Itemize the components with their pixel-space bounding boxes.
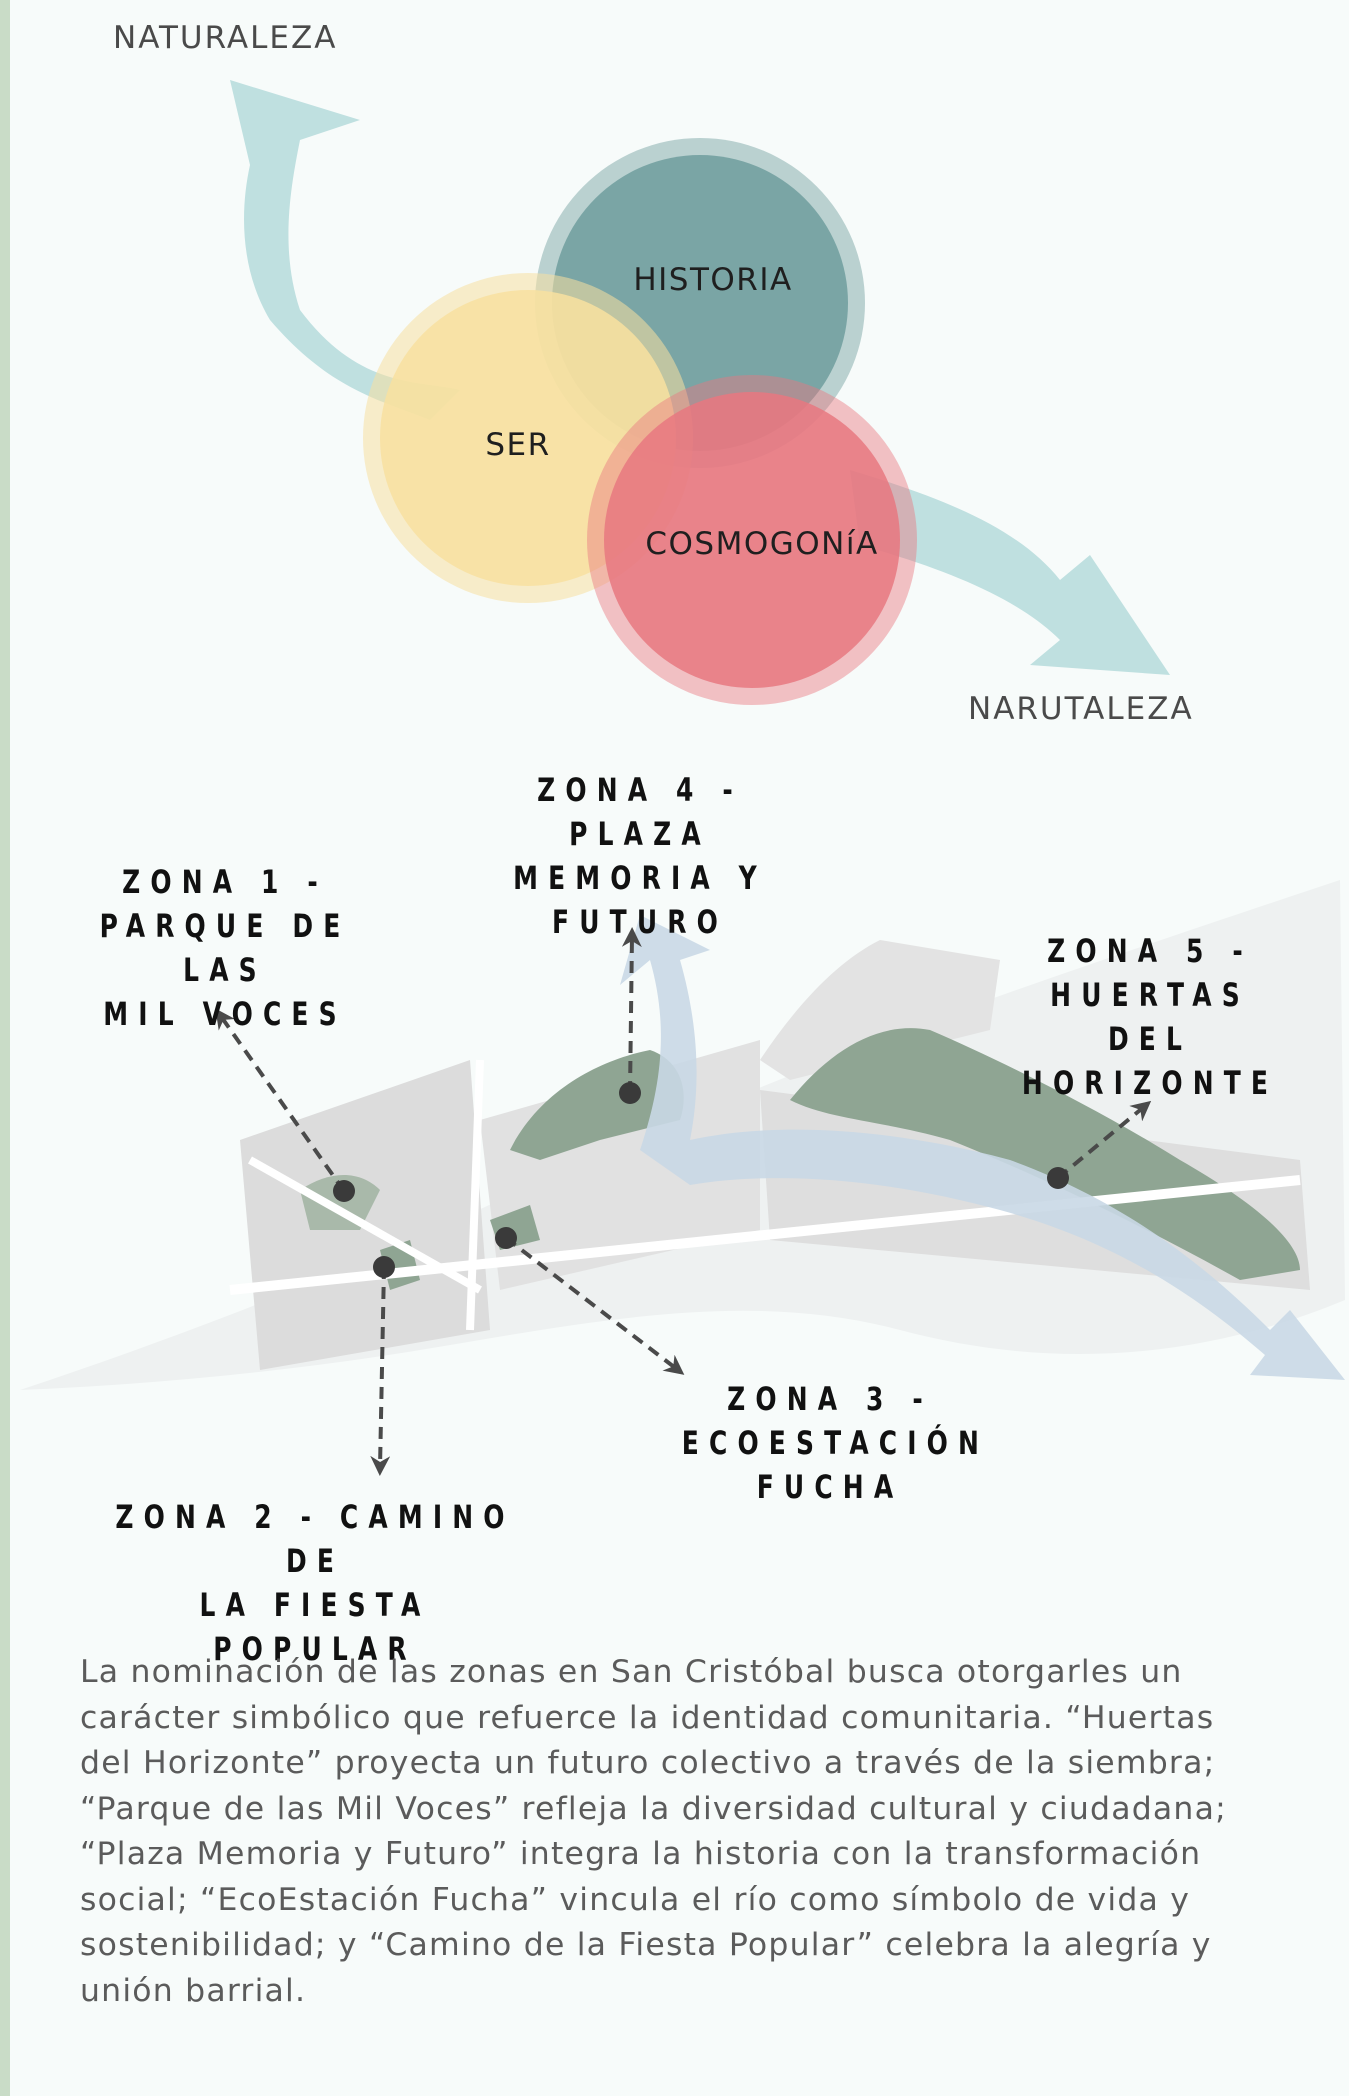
zona-3-line-2: ECOESTACIÓN xyxy=(681,1424,990,1462)
flow-arrow-naturaleza xyxy=(230,80,460,420)
circle-label-cosmogonia: COSMOGONíA xyxy=(645,526,879,562)
zona-3-line-1: ZONA 3 - xyxy=(727,1380,933,1418)
flow-arrow-narutaleza xyxy=(850,470,1170,675)
zona-5-line-3: HORIZONTE xyxy=(1021,1064,1279,1102)
left-accent-bar xyxy=(0,0,10,2096)
zona-5-label: ZONA 5 - HUERTAS DEL HORIZONTE xyxy=(1002,929,1298,1105)
zona-1-pointer xyxy=(215,1008,355,1202)
description-line: La nominación de las zonas en San Cristó… xyxy=(80,1654,1183,1690)
zona-4-label: ZONA 4 - PLAZA MEMORIA Y FUTURO xyxy=(484,768,796,944)
description-line: “Parque de las Mil Voces” refleja la div… xyxy=(80,1790,1227,1827)
river-flow xyxy=(620,915,1345,1380)
zona-1-label: ZONA 1 - PARQUE DE LAS MIL VOCES xyxy=(65,860,385,1036)
zona-2-line-1: ZONA 2 - CAMINO DE xyxy=(115,1498,515,1580)
zona-3-label: ZONA 3 - ECOESTACIÓN FUCHA xyxy=(681,1377,990,1509)
zona-5-line-2: HUERTAS DEL xyxy=(1050,976,1250,1058)
zona-2-label: ZONA 2 - CAMINO DE LA FIESTA POPULAR xyxy=(101,1495,530,1671)
zona-1-line-2: PARQUE DE LAS xyxy=(99,907,351,989)
flow-label-top: NATURALEZA xyxy=(113,20,338,56)
zona-3-line-3: FUCHA xyxy=(756,1468,904,1506)
zona-2-pointer xyxy=(370,1256,395,1476)
flow-label-bottom: NARUTALEZA xyxy=(968,691,1194,727)
circle-label-ser: SER xyxy=(485,427,551,463)
zona-1-line-1: ZONA 1 - xyxy=(122,863,328,901)
zona-4-pointer xyxy=(619,927,642,1104)
description-line: sostenibilidad; y “Camino de la Fiesta P… xyxy=(80,1927,1212,1963)
description-paragraph: La nominación de las zonas en San Cristó… xyxy=(80,1650,1280,2014)
description-line: social; “EcoEstación Fucha” vincula el r… xyxy=(80,1881,1191,1918)
zona-4-line-1: ZONA 4 - PLAZA xyxy=(537,771,743,853)
description-line: del Horizonte” proyecta un futuro colect… xyxy=(80,1745,1216,1781)
zona-5-pointer xyxy=(1047,1100,1152,1189)
zona-3-pointer xyxy=(495,1227,685,1375)
zona-1-line-3: MIL VOCES xyxy=(103,995,347,1033)
circle-label-historia: HISTORIA xyxy=(633,262,793,298)
zona-5-line-1: ZONA 5 - xyxy=(1047,932,1253,970)
description-line: unión barrial. xyxy=(80,1972,307,2009)
zona-2-line-2: LA FIESTA POPULAR xyxy=(199,1586,431,1668)
circle-cosmogonia xyxy=(587,375,917,705)
description-line: carácter simbólico que refuerce la ident… xyxy=(80,1699,1215,1736)
zona-4-line-3: FUTURO xyxy=(552,903,728,941)
zona-4-line-2: MEMORIA Y xyxy=(513,859,767,897)
description-line: “Plaza Memoria y Futuro” integra la hist… xyxy=(80,1836,1202,1872)
